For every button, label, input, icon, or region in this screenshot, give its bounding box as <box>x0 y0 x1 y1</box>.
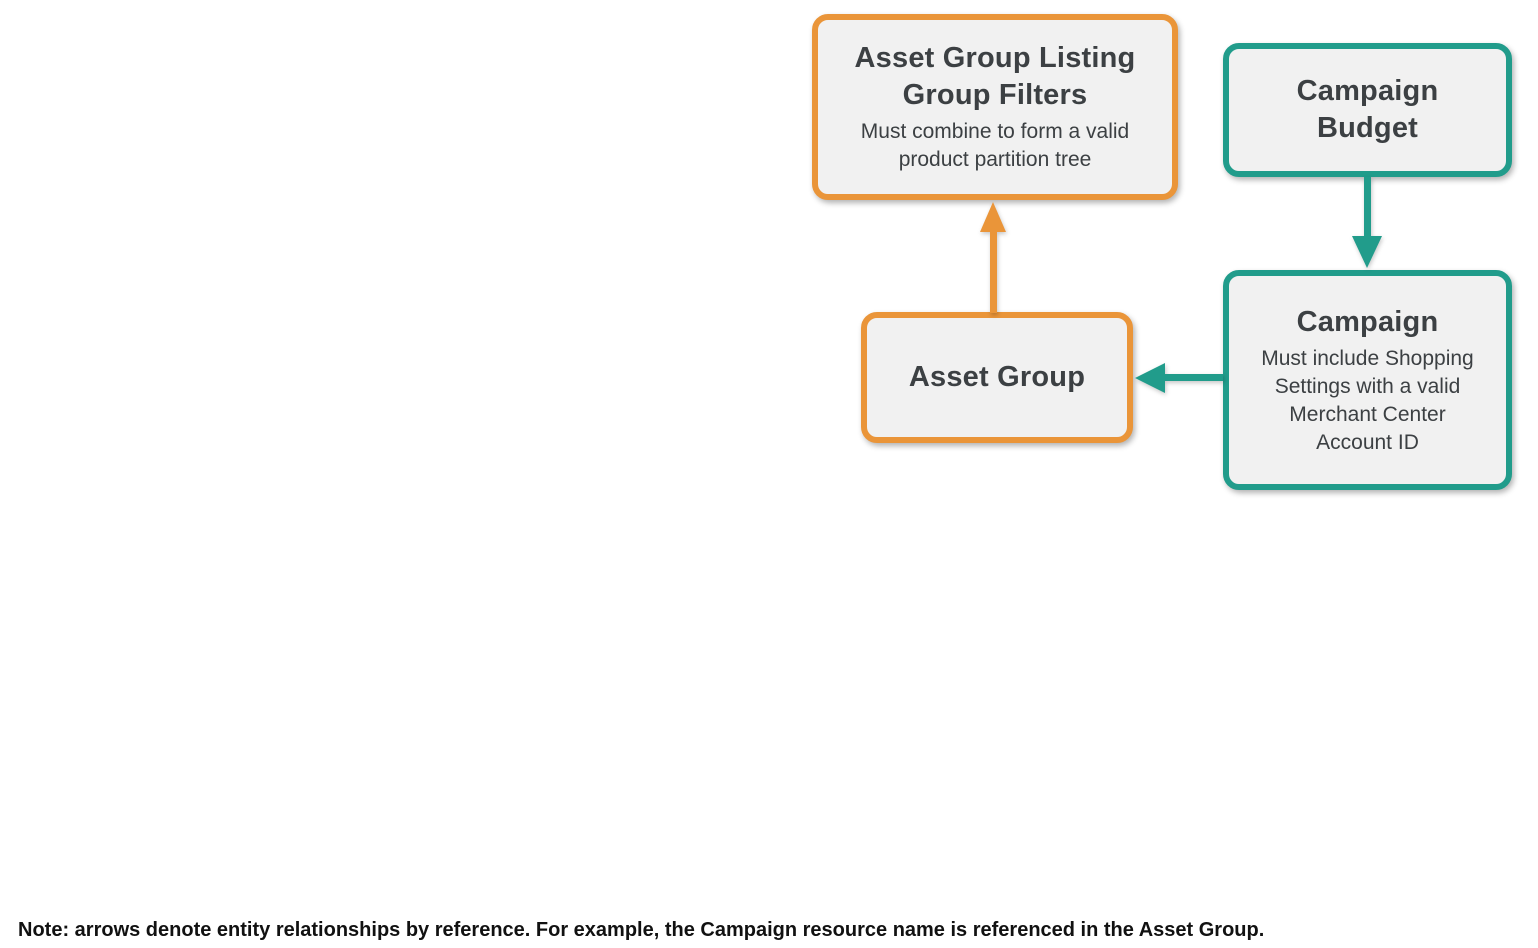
node-subtitle: Must include Shopping Settings with a va… <box>1261 346 1474 454</box>
arrow-down-icon <box>1352 236 1382 268</box>
node-title: Asset Group Listing Group Filters <box>854 42 1136 111</box>
arrow-shaft <box>1364 177 1371 237</box>
node-asset-group-listing-group-filters: Asset Group Listing Group Filters Must c… <box>812 14 1178 200</box>
node-subtitle: Must combine to form a valid product par… <box>860 120 1130 171</box>
node-campaign-budget: Campaign Budget <box>1223 43 1512 177</box>
arrow-up-icon <box>980 202 1006 232</box>
arrow-shaft <box>990 228 997 313</box>
node-asset-group: Asset Group <box>861 312 1133 443</box>
node-campaign: Campaign Must include Shopping Settings … <box>1223 270 1512 490</box>
node-title: Campaign <box>1296 305 1439 338</box>
node-title: Asset Group <box>908 361 1086 393</box>
arrow-shaft <box>1160 374 1223 381</box>
footnote: Note: arrows denote entity relationships… <box>18 919 1265 941</box>
node-title: Campaign Budget <box>1296 75 1439 144</box>
